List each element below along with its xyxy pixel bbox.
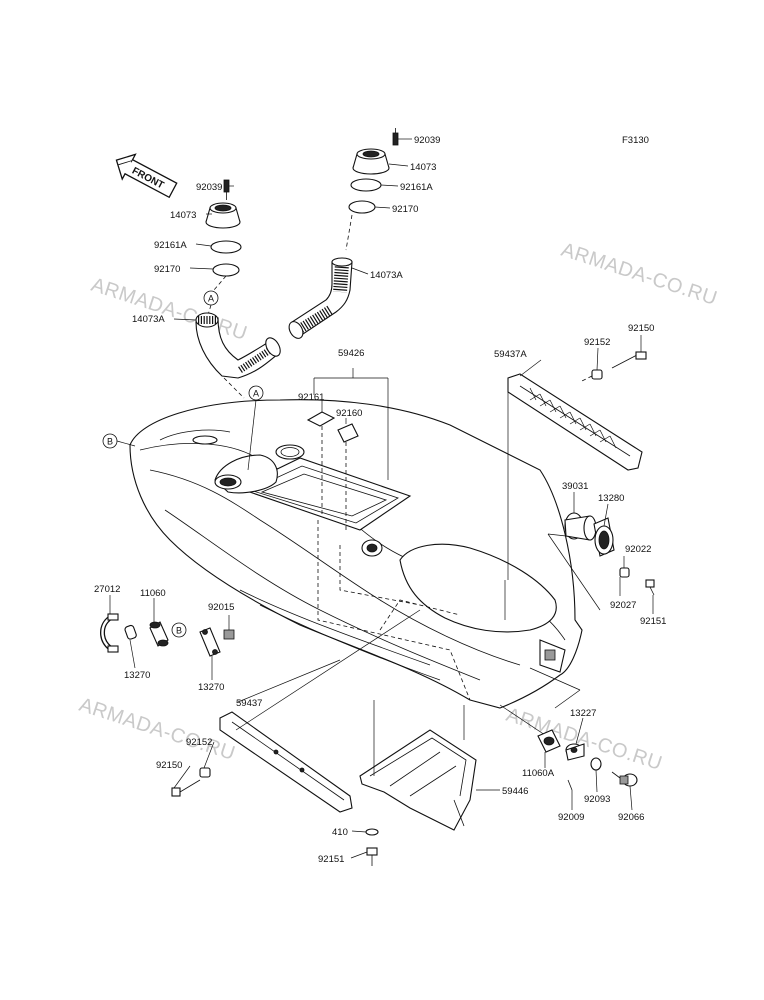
bracket-11060 [149, 621, 169, 647]
ref-marker-b-bracket: B [171, 622, 187, 638]
rail-59437A [504, 373, 643, 620]
screw-92039-left [223, 179, 230, 200]
hull-opening-center [275, 444, 305, 460]
gasket-11060A [537, 729, 561, 753]
clamp-92170-left [212, 263, 240, 277]
collar-92152-bottom [199, 767, 211, 778]
svg-text:B: B [107, 437, 113, 447]
bolt-92151-bottom [366, 847, 378, 866]
hull-body [129, 399, 583, 709]
part-labels: 92039 14073 92161A 92170 14073A 92039 14… [94, 135, 666, 865]
collar-92152-top [579, 369, 603, 383]
washer-92093 [590, 757, 602, 771]
label-92022: 92022 [625, 544, 651, 555]
plate-59446 [359, 700, 477, 831]
ring-92161A-left [210, 240, 242, 254]
label-92015: 92015 [208, 602, 234, 613]
label-92151-right: 92151 [640, 616, 666, 627]
label-92160: 92160 [336, 408, 362, 419]
screw-92009 [567, 779, 573, 791]
screw-92150-bottom [171, 779, 201, 797]
label-92161A-left: 92161A [154, 240, 187, 251]
label-92027: 92027 [610, 600, 636, 611]
label-14073-right: 14073 [410, 162, 436, 173]
label-27012: 27012 [94, 584, 120, 595]
label-92170-right: 92170 [392, 204, 418, 215]
nut-92015 [223, 615, 235, 640]
clamp-92170-right [348, 200, 376, 214]
label-92152-top: 92152 [584, 337, 610, 348]
bolt-92151-right [645, 579, 655, 596]
label-92170-left: 92170 [154, 264, 180, 275]
ring-92161A-right [350, 178, 382, 192]
clip-13270-b [199, 627, 221, 657]
hose-14073A-left [195, 312, 281, 379]
right-intake-assembly [288, 128, 399, 339]
label-13270-a: 13270 [124, 670, 150, 681]
svg-text:A: A [208, 294, 214, 304]
ref-marker-a-top: A [203, 290, 219, 306]
label-11060A: 11060A [522, 768, 555, 779]
plug-92066 [611, 771, 638, 787]
label-92150-bottom: 92150 [156, 760, 182, 771]
cap-14073-left [205, 202, 241, 229]
spacer-92027 [619, 567, 630, 578]
ref-marker-a-hull: A [248, 385, 264, 401]
label-92039-left: 92039 [196, 182, 222, 193]
label-59426: 59426 [338, 348, 364, 359]
label-14073A-right: 14073A [370, 270, 403, 281]
watermark-1: ARMADA-CO.RU [88, 274, 250, 345]
clip-13270-a [124, 624, 137, 640]
watermark-2: ARMADA-CO.RU [558, 239, 720, 310]
label-13280: 13280 [598, 493, 624, 504]
label-59437A: 59437A [494, 349, 527, 360]
label-92039-right: 92039 [414, 135, 440, 146]
washer-410 [365, 828, 379, 836]
label-410: 410 [332, 827, 348, 838]
svg-text:B: B [176, 626, 182, 636]
label-92151-bottom: 92151 [318, 854, 344, 865]
decal-group-59426 [306, 368, 389, 530]
fitting-13227 [565, 743, 585, 761]
label-92161: 92161 [298, 392, 324, 403]
label-39031: 39031 [562, 481, 588, 492]
label-13270-b: 13270 [198, 682, 224, 693]
leader-lines [109, 138, 654, 859]
cap-14073-right [352, 148, 390, 175]
label-92150-top: 92150 [628, 323, 654, 334]
rail-59437 [219, 609, 421, 813]
screw-92039-right [392, 128, 399, 146]
label-14073-left: 14073 [170, 210, 196, 221]
watermark-4: ARMADA-CO.RU [76, 694, 238, 765]
screw-92150-top [611, 351, 647, 369]
label-92161A-right: 92161A [400, 182, 433, 193]
damper-92160 [337, 423, 359, 443]
label-92152-bottom: 92152 [186, 737, 212, 748]
label-92066: 92066 [618, 812, 644, 823]
label-92093: 92093 [584, 794, 610, 805]
left-intake-assembly: A [195, 179, 281, 399]
pad-92161 [306, 411, 336, 427]
label-13227: 13227 [570, 708, 596, 719]
front-arrow-icon: FRONT [115, 153, 178, 199]
nozzle-13280 [593, 517, 615, 557]
label-59437: 59437 [236, 698, 262, 709]
ref-marker-b-hull: B [102, 433, 118, 449]
label-59446: 59446 [502, 786, 528, 797]
fitting-39031 [564, 512, 597, 541]
cable-27012 [100, 613, 119, 653]
label-92009: 92009 [558, 812, 584, 823]
label-11060: 11060 [140, 588, 166, 599]
svg-text:A: A [253, 389, 259, 399]
label-14073A-left: 14073A [132, 314, 165, 325]
hose-14073A-right [288, 257, 353, 339]
figure-code: F3130 [622, 135, 649, 146]
